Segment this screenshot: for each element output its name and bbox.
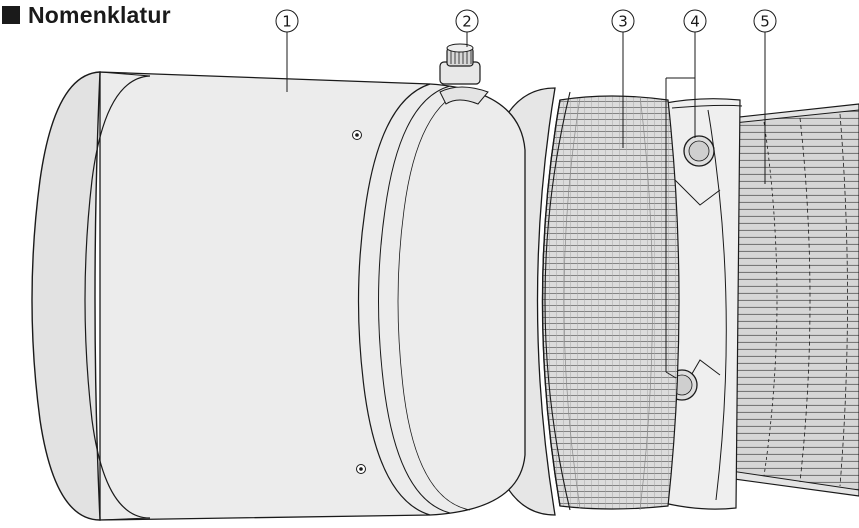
- section-heading: Nomenklatur: [2, 0, 171, 30]
- callout-1: 1: [275, 9, 299, 33]
- lock-knob: [439, 43, 481, 85]
- callout-1-number: 1: [282, 13, 292, 31]
- callout-2-number: 2: [462, 13, 472, 31]
- callout-5: 5: [753, 9, 777, 33]
- heading-square-icon: [2, 6, 20, 24]
- callout-5-number: 5: [760, 13, 770, 31]
- ring-4-body: [659, 98, 743, 510]
- callout-4: 4: [683, 9, 707, 33]
- lens-hood: [31, 71, 526, 521]
- callout-3: 3: [611, 9, 635, 33]
- leader-lines: [286, 32, 766, 379]
- callout-2: 2: [455, 9, 479, 33]
- callout-4-number: 4: [690, 13, 700, 31]
- page-title: Nomenklatur: [28, 1, 171, 28]
- callout-3-number: 3: [618, 13, 628, 31]
- ring-5-body: [711, 103, 859, 497]
- ring-3-body: [541, 95, 680, 511]
